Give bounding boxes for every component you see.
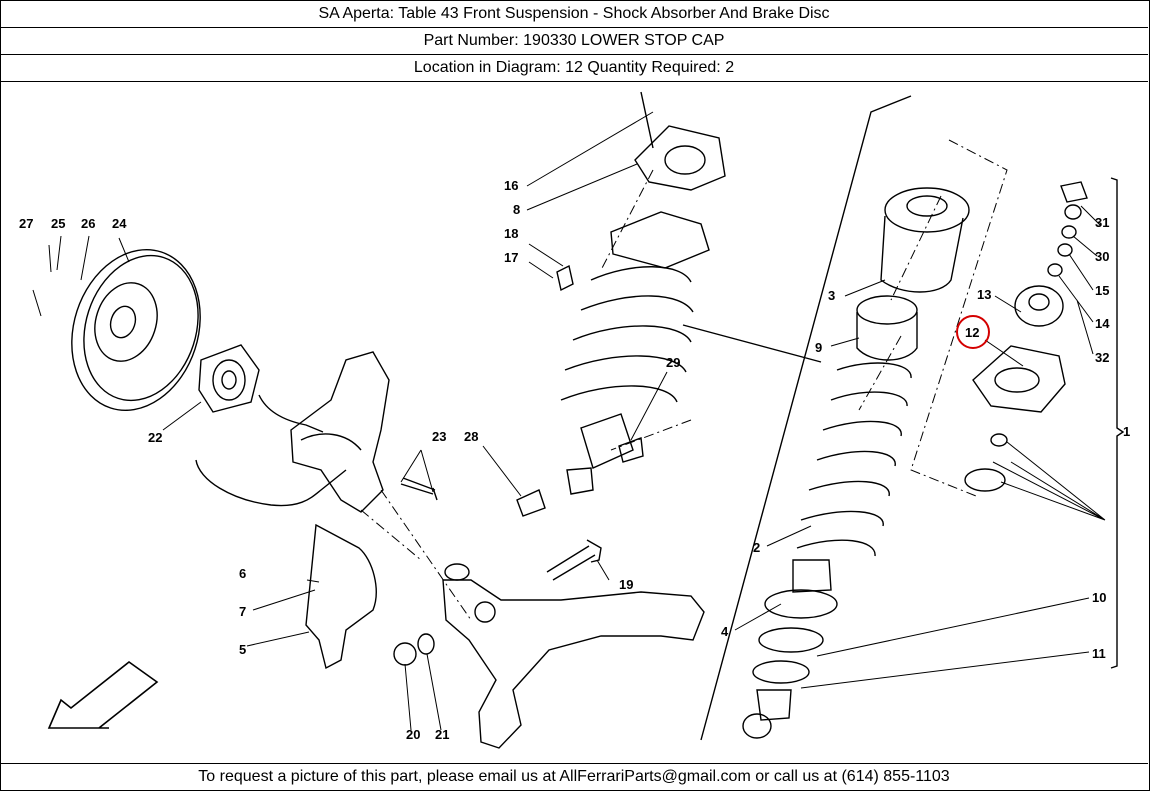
sensor-connector <box>1060 181 1088 203</box>
callout-24: 24 <box>112 216 127 231</box>
callout-21: 21 <box>435 727 449 742</box>
assembly-bracket <box>1110 177 1125 669</box>
stop-washer <box>964 468 1006 492</box>
brake-disc <box>71 248 201 412</box>
small-nut <box>1047 263 1063 277</box>
callout-6: 6 <box>239 566 246 581</box>
rubber-spring-aid <box>856 295 918 361</box>
callout-17: 17 <box>504 250 518 265</box>
callout-22: 22 <box>148 430 162 445</box>
steering-knuckle <box>290 351 390 513</box>
top-mount <box>972 285 1066 413</box>
highlight-ring <box>956 315 990 349</box>
contact-footer: To request a picture of this part, pleas… <box>0 763 1148 790</box>
knuckle-bolt <box>400 477 438 501</box>
callout-5: 5 <box>239 642 246 657</box>
diagram-title: SA Aperta: Table 43 Front Suspension - S… <box>0 0 1148 28</box>
bush <box>1061 225 1077 239</box>
small-washer <box>1057 243 1073 257</box>
callout-14: 14 <box>1095 316 1110 331</box>
brake-dust-shield <box>305 523 377 670</box>
callout-15: 15 <box>1095 283 1109 298</box>
abs-sensor-cable <box>195 394 347 507</box>
callout-29: 29 <box>666 355 680 370</box>
callout-2: 2 <box>753 540 760 555</box>
callout-12: 12 <box>965 325 979 340</box>
callout-31: 31 <box>1095 215 1109 230</box>
callout-23: 23 <box>432 429 446 444</box>
callout-25: 25 <box>51 216 65 231</box>
arm-bolt <box>546 539 602 581</box>
nut <box>393 642 417 666</box>
callout-30: 30 <box>1095 249 1109 264</box>
bump-stop <box>880 187 970 293</box>
part-number-line: Part Number: 190330 LOWER STOP CAP <box>0 28 1148 55</box>
lower-stop-cap <box>990 433 1008 447</box>
callout-28: 28 <box>464 429 478 444</box>
direction-arrow-icon <box>47 660 159 729</box>
callout-7: 7 <box>239 604 246 619</box>
callout-19: 19 <box>619 577 633 592</box>
callout-4: 4 <box>721 624 729 639</box>
shock-absorber <box>742 559 838 739</box>
callout-27: 27 <box>19 216 33 231</box>
assembled-strut <box>556 91 726 495</box>
location-line: Location in Diagram: 12 Quantity Require… <box>0 55 1148 82</box>
callout-13: 13 <box>977 287 991 302</box>
callout-18: 18 <box>504 226 518 241</box>
top-nut <box>1064 204 1082 220</box>
callout-10: 10 <box>1092 590 1106 605</box>
bushing <box>516 489 546 517</box>
callout-1: 1 <box>1123 424 1130 439</box>
callout-3: 3 <box>828 288 835 303</box>
parts-diagram: 1 2 3 4 5 6 7 8 9 10 11 12 13 14 15 16 1… <box>19 91 1130 749</box>
callout-11: 11 <box>1092 646 1106 661</box>
callout-32: 32 <box>1095 350 1109 365</box>
lower-control-arm <box>442 563 705 749</box>
wheel-hub <box>198 344 260 413</box>
exploded-view-panel <box>682 95 912 741</box>
callout-8: 8 <box>513 202 520 217</box>
coil-spring <box>796 362 912 557</box>
callout-20: 20 <box>406 727 420 742</box>
callout-16: 16 <box>504 178 518 193</box>
callout-9: 9 <box>815 340 822 355</box>
callout-26: 26 <box>81 216 95 231</box>
washer <box>417 633 435 655</box>
